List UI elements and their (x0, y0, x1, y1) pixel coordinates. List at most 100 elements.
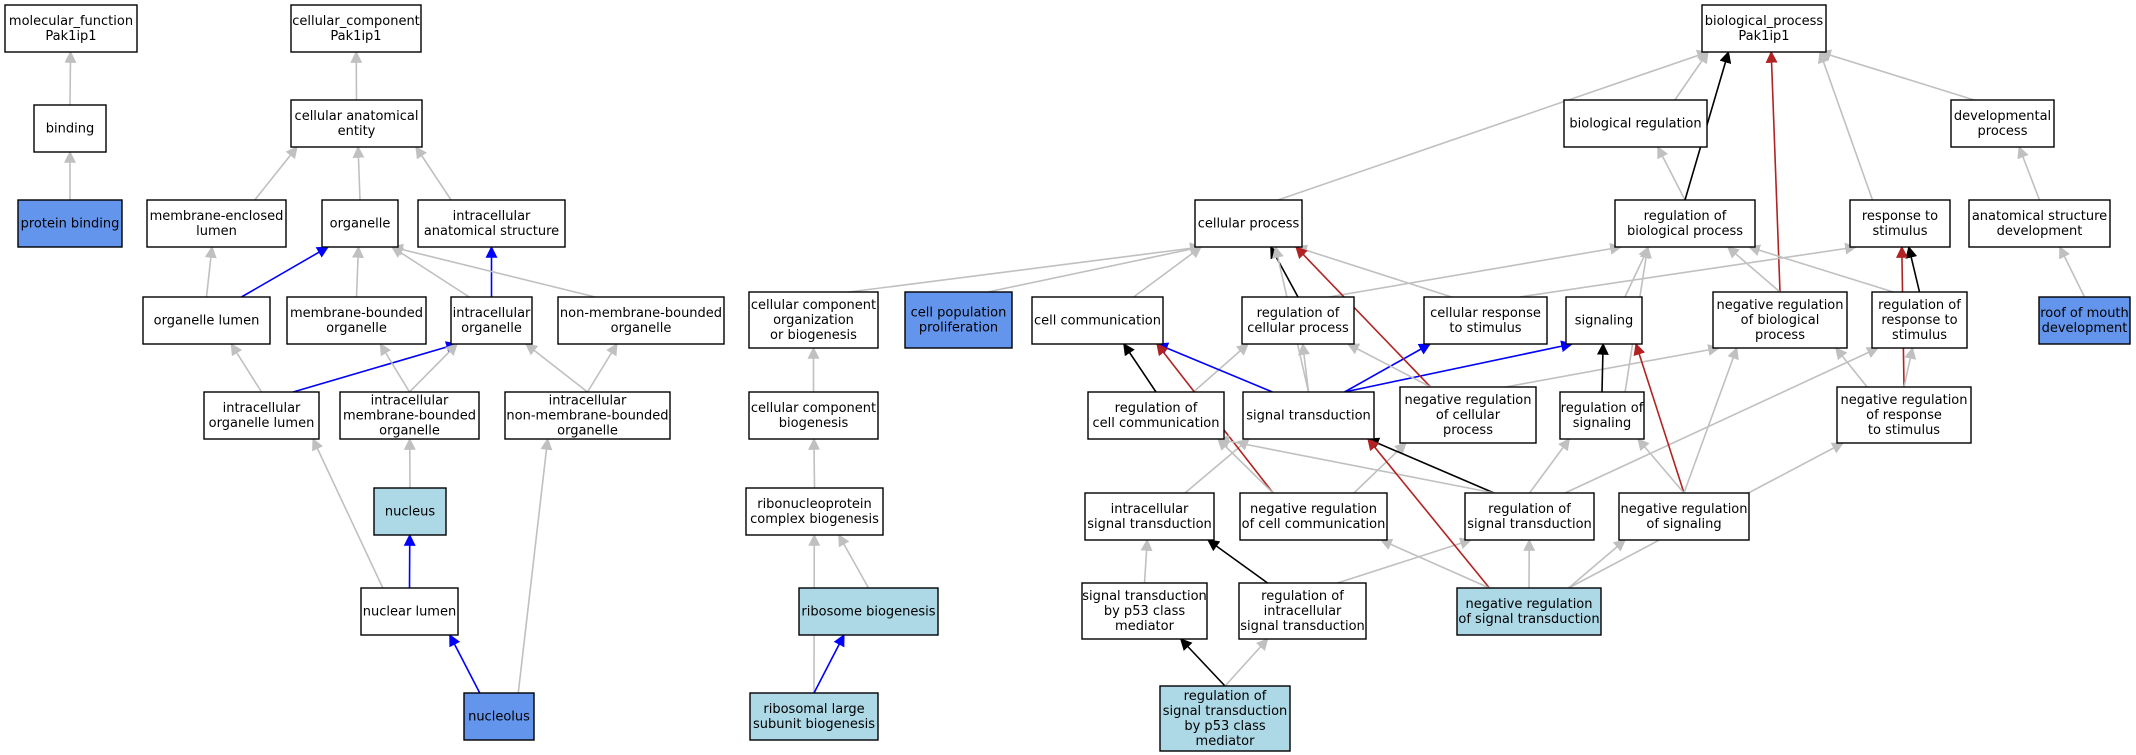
edge-is-a (230, 342, 263, 393)
node-organelle-lumen[interactable]: organelle lumen (142, 296, 271, 345)
edge-is-a (1726, 246, 1781, 293)
node-label-line: response to (1862, 209, 1938, 224)
edge-negatively-regulates (1765, 50, 1781, 293)
node-box (1456, 587, 1602, 636)
node-nucleolus[interactable]: nucleolus (463, 692, 535, 741)
edge-is-a (525, 343, 588, 393)
edge-is-a (379, 342, 411, 393)
node-box (1238, 582, 1367, 640)
edge-is-a (1817, 50, 1874, 201)
edge-is-a (1818, 49, 1975, 101)
edge-is-a (204, 245, 217, 298)
node-label-line: organelle (326, 321, 387, 336)
node-label-line: lumen (196, 224, 237, 239)
node-label-line: signal transduction (1087, 517, 1212, 532)
node-box (2038, 296, 2131, 345)
node-intracellular-non-membrane-bounded-organelle[interactable]: intracellularnon-membrane-boundedorganel… (504, 391, 671, 440)
node-nucleus[interactable]: nucleus (373, 487, 447, 536)
edge-is-a (1528, 438, 1571, 494)
node-label-line: cellular process (1198, 217, 1300, 232)
node-box (450, 296, 533, 345)
node-binding[interactable]: binding (33, 104, 107, 153)
node-box (17, 199, 123, 248)
edge-is-a (1903, 346, 1917, 388)
node-protein-binding[interactable]: protein binding (17, 199, 123, 248)
edge-is-a (1328, 242, 1623, 298)
edge-is-a (1216, 435, 1495, 494)
edge-negatively-regulates (1633, 342, 1685, 494)
edge-is-a (1192, 343, 1249, 393)
node-label-line: regulation of (1561, 401, 1644, 416)
node-box (1950, 99, 2055, 148)
node-label-line: protein binding (21, 217, 120, 232)
node-label-line: subunit biogenesis (753, 717, 875, 732)
node-biological-regulation[interactable]: biological regulation (1563, 99, 1708, 148)
node-label-line: non-membrane-bounded (506, 409, 668, 424)
edge-is-a (1337, 537, 1473, 584)
node-label-line: ribosomal large (763, 702, 864, 717)
node-label-line: signaling (1575, 314, 1634, 329)
node-box (904, 291, 1013, 349)
node-label-line: organelle (461, 321, 522, 336)
node-label-line: regulation of (1644, 209, 1727, 224)
node-organelle[interactable]: organelle (321, 199, 399, 248)
node-label-line: biogenesis (779, 416, 849, 431)
node-nuclear-lumen[interactable]: nuclear lumen (360, 587, 459, 636)
node-label-line: nucleolus (468, 710, 530, 725)
node-label-line: to stimulus (1449, 321, 1521, 336)
node-label-line: molecular_function (9, 14, 133, 29)
node-label-line: signal transduction (1082, 589, 1207, 604)
edge-part-of (813, 633, 845, 694)
node-label-line: organelle (611, 321, 672, 336)
node-signaling[interactable]: signaling (1565, 296, 1643, 345)
edge-is-a (1637, 438, 1685, 494)
node-box (1614, 199, 1756, 248)
node-label-line: cellular_component (292, 14, 420, 29)
node-box (1871, 291, 1968, 349)
node-label-line: membrane-bounded (290, 306, 423, 321)
node-ribosome-biogenesis[interactable]: ribosome biogenesis (798, 587, 939, 636)
node-signal-transduction[interactable]: signal transduction (1242, 391, 1375, 440)
node-cell-communication[interactable]: cell communication (1031, 296, 1164, 345)
node-label-line: mediator (1196, 734, 1256, 749)
node-box (1464, 492, 1595, 541)
node-cellular-process[interactable]: cellular process (1194, 199, 1303, 248)
